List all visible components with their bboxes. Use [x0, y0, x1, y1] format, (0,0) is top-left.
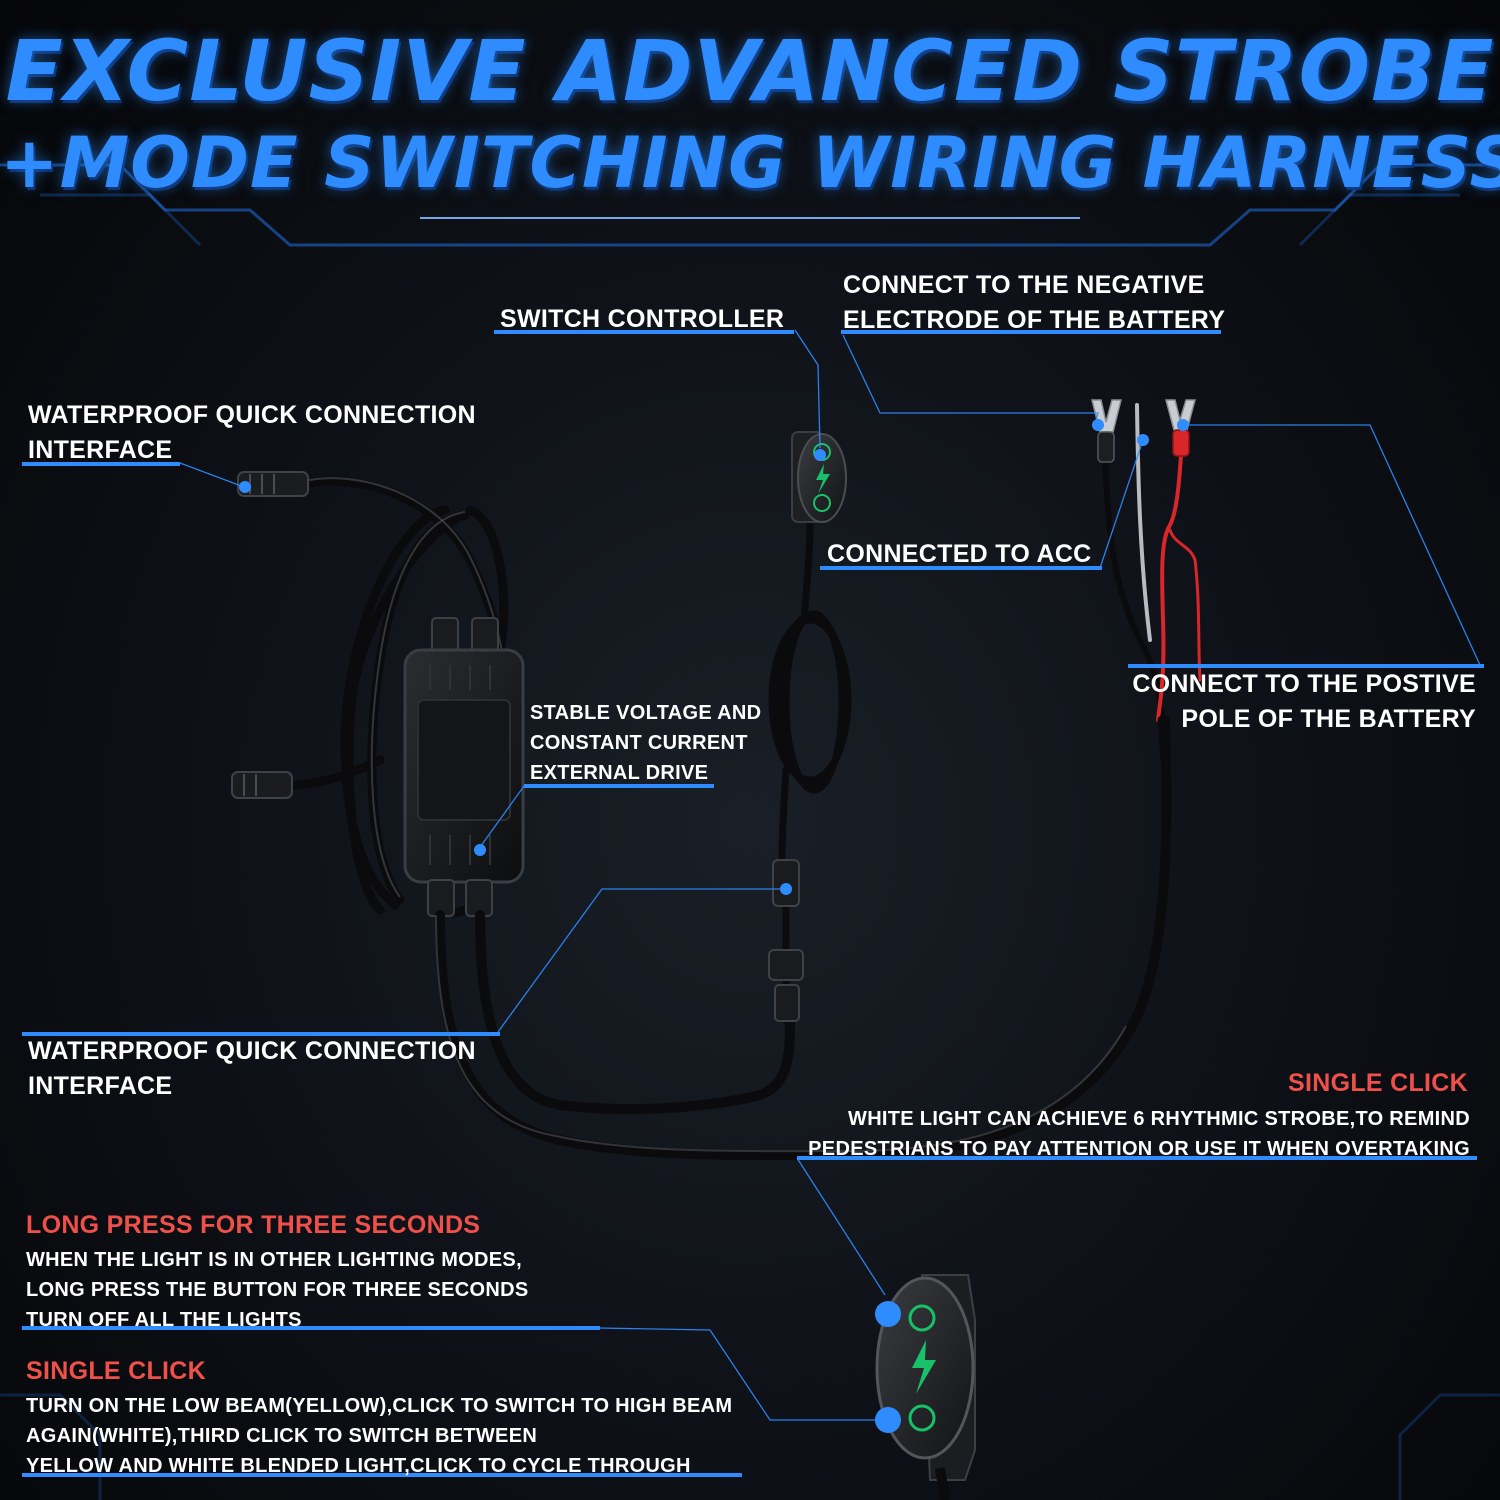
label-negative-battery-line1: CONNECT TO THE NEGATIVE — [843, 271, 1205, 299]
tech-frame-decoration — [0, 163, 1500, 1500]
title-line-1: EXCLUSIVE ADVANCED STROBE — [5, 22, 1495, 120]
underline-bars — [22, 330, 1484, 1477]
waterproof-connector-left — [231, 771, 293, 799]
long-press-line1: WHEN THE LIGHT IS IN OTHER LIGHTING MODE… — [26, 1249, 522, 1271]
label-waterproof-bottom-line1: WATERPROOF QUICK CONNECTION — [28, 1037, 476, 1065]
label-positive-battery-line2: POLE OF THE BATTERY — [1181, 705, 1476, 733]
label-waterproof-top: WATERPROOF QUICK CONNECTION INTERFACE — [28, 398, 476, 468]
label-waterproof-bottom-line2: INTERFACE — [28, 1072, 173, 1100]
single-click-left-line1: TURN ON THE LOW BEAM(YELLOW),CLICK TO SW… — [26, 1395, 733, 1417]
label-waterproof-top-line1: WATERPROOF QUICK CONNECTION — [28, 401, 476, 429]
marker-dots — [239, 419, 1189, 1433]
label-connected-acc: CONNECTED TO ACC — [827, 540, 1092, 568]
leader-lines — [179, 329, 1481, 1421]
label-stable-voltage-line3: EXTERNAL DRIVE — [530, 762, 709, 784]
label-waterproof-top-line2: INTERFACE — [28, 436, 173, 464]
single-click-right-heading: SINGLE CLICK — [1288, 1069, 1468, 1097]
long-press-line2: LONG PRESS THE BUTTON FOR THREE SECONDS — [26, 1279, 529, 1301]
label-stable-voltage: STABLE VOLTAGE AND CONSTANT CURRENT EXTE… — [530, 698, 761, 788]
label-positive-battery-line1: CONNECT TO THE POSTIVE — [1132, 670, 1476, 698]
single-click-left-text: TURN ON THE LOW BEAM(YELLOW),CLICK TO SW… — [26, 1391, 732, 1481]
drive-module-box — [403, 617, 525, 917]
switch-cable-coil — [768, 516, 852, 1024]
long-press-line3: TURN OFF ALL THE LIGHTS — [26, 1309, 302, 1331]
label-switch-controller: SWITCH CONTROLLER — [500, 305, 785, 333]
single-click-right-line1: WHITE LIGHT CAN ACHIEVE 6 RHYTHMIC STROB… — [848, 1108, 1470, 1130]
label-stable-voltage-line1: STABLE VOLTAGE AND — [530, 702, 762, 724]
ring-terminal-icon — [1091, 399, 1196, 463]
switch-controller-small — [791, 431, 847, 523]
output-wires — [435, 715, 1172, 1161]
label-waterproof-bottom: WATERPROOF QUICK CONNECTION INTERFACE — [28, 1034, 476, 1104]
single-click-right-line2: PEDESTRIANS TO PAY ATTENTION OR USE IT W… — [808, 1138, 1470, 1160]
label-positive-battery: CONNECT TO THE POSTIVE POLE OF THE BATTE… — [1132, 667, 1476, 737]
single-click-left-line3: YELLOW AND WHITE BLENDED LIGHT,CLICK TO … — [26, 1455, 691, 1477]
single-click-left-line2: AGAIN(WHITE),THIRD CLICK TO SWITCH BETWE… — [26, 1425, 538, 1447]
title-line-2: +MODE SWITCHING WIRING HARNESS — [0, 122, 1500, 204]
output-wires-highlight — [435, 914, 1127, 1153]
label-negative-battery-line2: ELECTRODE OF THE BATTERY — [843, 306, 1226, 334]
single-click-right-text: WHITE LIGHT CAN ACHIEVE 6 RHYTHMIC STROB… — [808, 1104, 1470, 1164]
switch-controller-large — [875, 1274, 976, 1500]
battery-wires — [1102, 403, 1202, 765]
single-click-left-heading: SINGLE CLICK — [26, 1357, 206, 1385]
label-stable-voltage-line2: CONSTANT CURRENT — [530, 732, 748, 754]
long-press-heading: LONG PRESS FOR THREE SECONDS — [26, 1211, 481, 1239]
long-press-text: WHEN THE LIGHT IS IN OTHER LIGHTING MODE… — [26, 1245, 528, 1335]
label-negative-battery: CONNECT TO THE NEGATIVE ELECTRODE OF THE… — [843, 268, 1225, 338]
